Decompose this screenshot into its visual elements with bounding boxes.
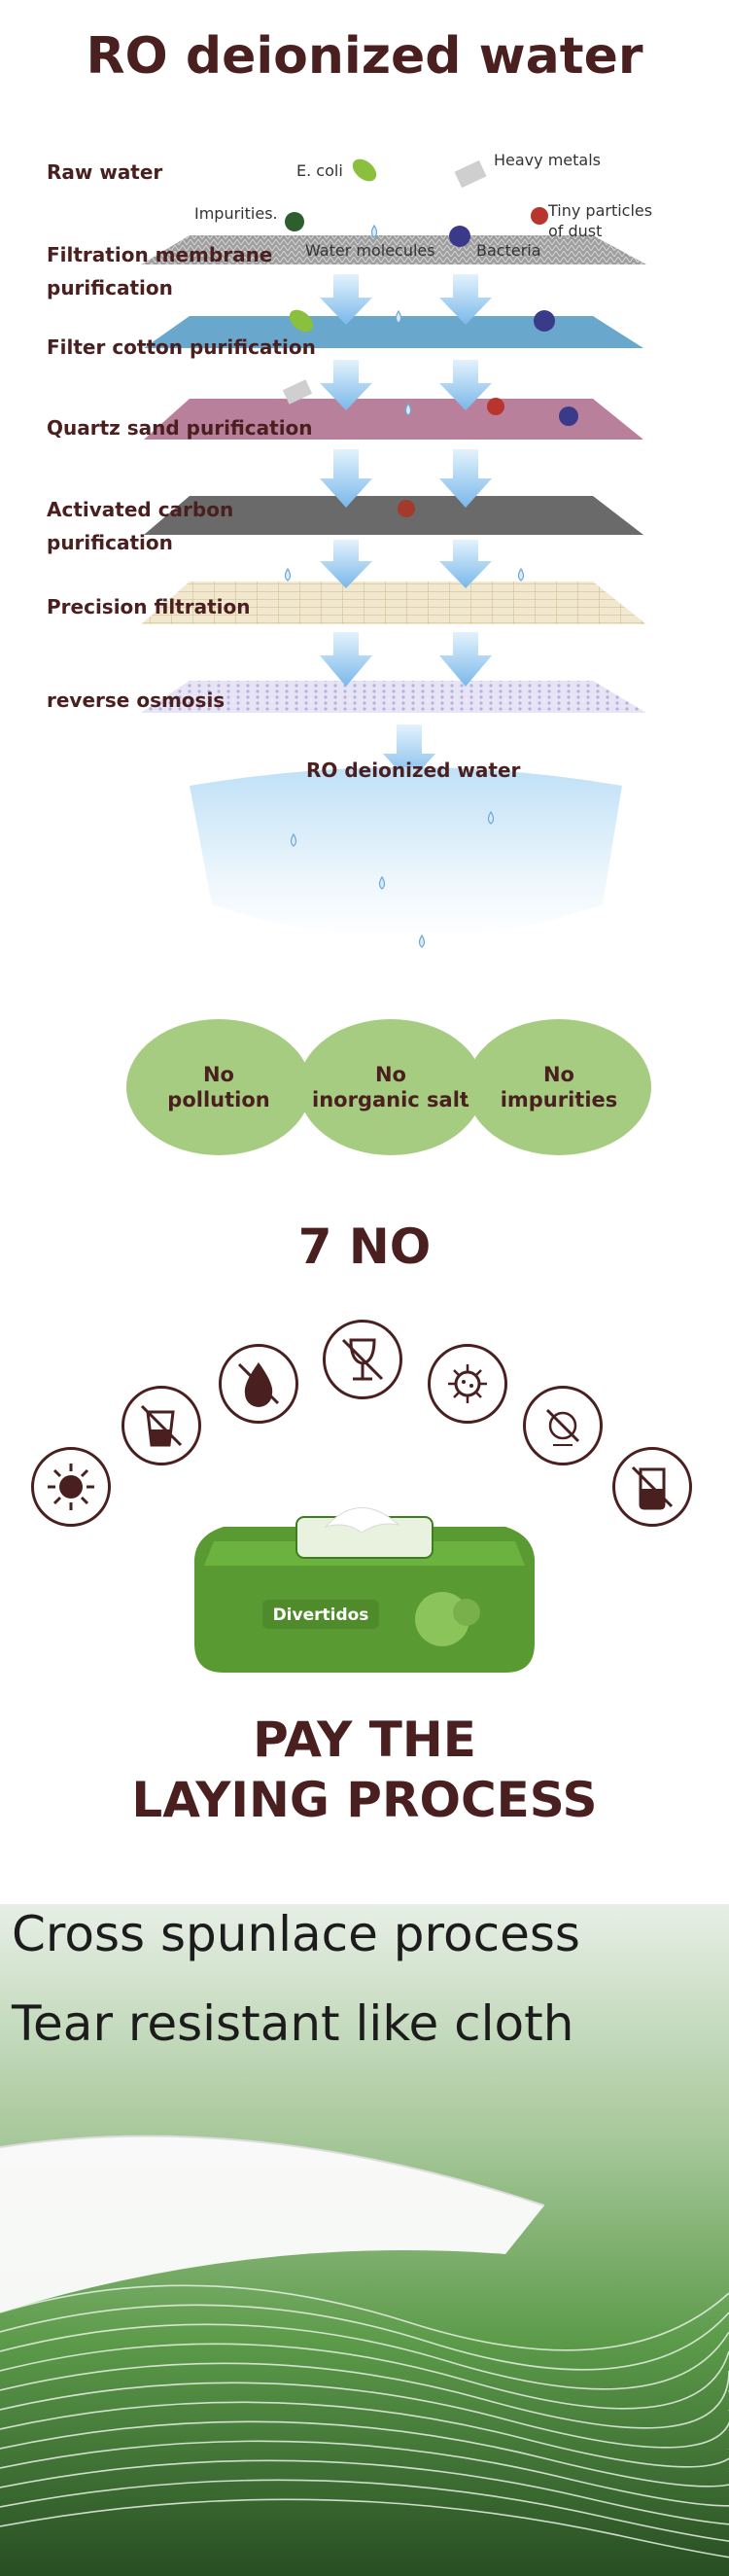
ro-layer [141,681,646,713]
step-reverse-osmosis: reverse osmosis [47,688,226,712]
seven-no-title: 7 NO [297,1218,432,1275]
step-activated-carbon: Activated carbon purification [47,493,233,559]
ro-title: RO deionized water [86,27,643,86]
no-wine-glass-icon [323,1320,402,1399]
heavy-metals-label: Heavy metals [494,151,601,169]
no-stop-icon [523,1386,603,1465]
no-cup-icon [122,1386,201,1465]
laying-title-line2: LAYING PROCESS [131,1772,598,1828]
feature-line: No [202,1063,234,1086]
no-beaker-icon [612,1447,692,1527]
e-coli-label: E. coli [296,161,343,180]
no-sun-icon [31,1447,111,1527]
step-quartz-sand: Quartz sand purification [47,416,313,440]
filtration-diagram [141,159,646,948]
feature-no-impurities: No impurities [467,1019,651,1155]
feature-line: impurities [500,1088,618,1112]
feature-line: No [374,1063,406,1086]
step-line: Filtration membrane [47,243,273,266]
quartz-layer [144,399,643,440]
step-filter-cotton: Filter cotton purification [47,335,316,359]
raw-water-label: Raw water [47,160,163,184]
feature-no-inorganic-salt: No inorganic salt [298,1019,483,1155]
carbon-layer [144,496,643,535]
step-line: Activated carbon [47,498,234,521]
wipes-pack-image: Divertidos [193,1507,536,1673]
spunlace-fabric-image [0,1904,729,2576]
spunlace-line2: Tear resistant like cloth [12,1995,574,2052]
precision-layer [141,582,646,624]
feature-line: pollution [167,1088,270,1112]
water-molecules-label: Water molecules [305,241,435,260]
feature-line: inorganic salt [312,1088,469,1112]
feature-line: No [542,1063,574,1086]
tiny-particles-label: Tiny particles of dust [548,200,652,241]
no-drop-icon [219,1344,298,1424]
bacteria-label: Bacteria [476,241,541,260]
tiny-particles-line1: Tiny particles [548,201,653,220]
brand-text: Divertidos [273,1606,369,1625]
tiny-particles-line2: of dust [548,222,603,240]
step-filtration-membrane: Filtration membrane purification [47,238,272,304]
spunlace-line1: Cross spunlace process [12,1906,580,1962]
step-precision-filtration: Precision filtration [47,595,251,618]
step-line: purification [47,276,173,300]
membrane-layer [141,235,646,265]
step-line: purification [47,531,173,554]
laying-title-line1: PAY THE [253,1711,476,1768]
cotton-layer [144,316,643,348]
result-label: RO deionized water [306,759,521,782]
feature-no-pollution: No pollution [126,1019,311,1155]
water-bowl [190,767,622,938]
no-germ-icon [428,1344,507,1424]
impurities-label: Impurities. [194,204,278,223]
